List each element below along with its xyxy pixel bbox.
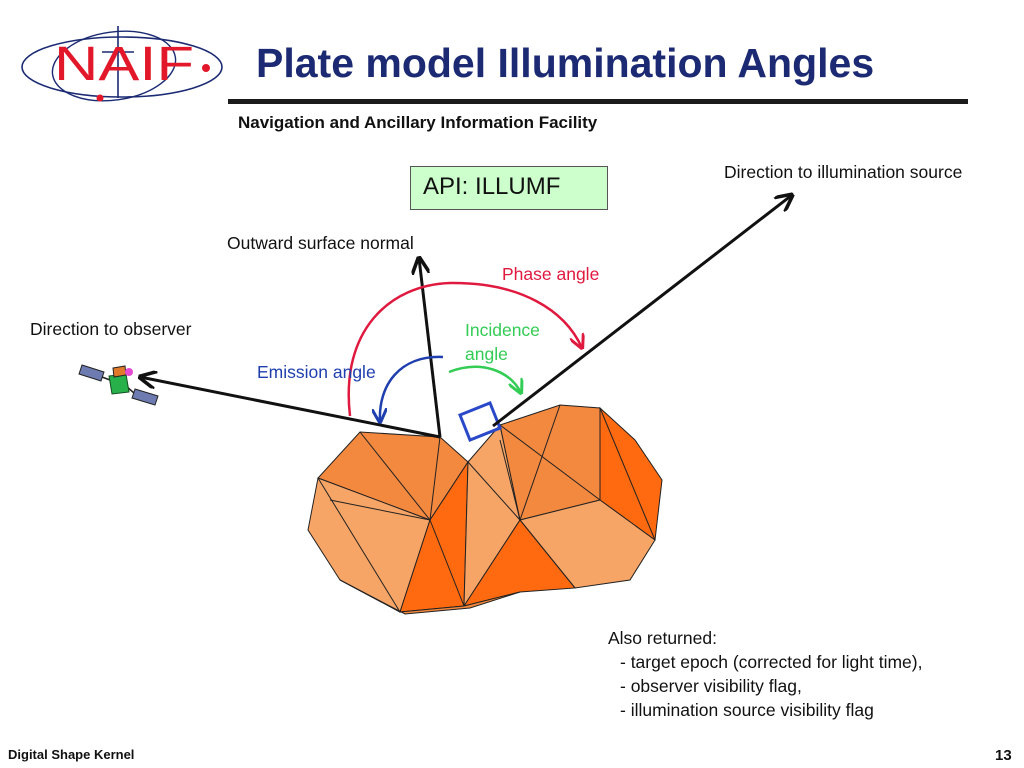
also-returned-item: - illumination source visibility flag — [620, 700, 874, 720]
emission-angle-arc — [380, 355, 444, 422]
observer-direction-label: Direction to observer — [30, 319, 192, 339]
spacecraft-icon — [78, 364, 159, 406]
page-number: 13 — [995, 747, 1012, 764]
also-returned-heading: Also returned: — [608, 628, 717, 648]
logo-text: NAIF — [54, 38, 194, 91]
surface-plate-square — [458, 401, 502, 442]
surface-normal-label: Outward surface normal — [227, 233, 414, 253]
also-returned-item: - observer visibility flag, — [620, 676, 802, 696]
illumination-direction-label: Direction to illumination source — [724, 162, 963, 182]
page-title: Plate model Illumination Angles — [256, 40, 875, 86]
title-rule — [228, 99, 968, 104]
phase-angle-label: Phase angle — [502, 264, 600, 284]
asteroid-plate-model — [307, 404, 663, 615]
emission-angle-label: Emission angle — [257, 362, 376, 382]
also-returned-item: - target epoch (corrected for light time… — [620, 652, 923, 672]
also-returned-block: Also returned: - target epoch (corrected… — [608, 626, 922, 722]
page-subtitle: Navigation and Ancillary Information Fac… — [238, 113, 598, 132]
api-label-box: API: ILLUMF — [410, 166, 608, 210]
illumination-direction-vector — [492, 195, 792, 428]
incidence-angle-label: Incidence angle — [465, 320, 540, 364]
naif-logo: NAIF — [21, 26, 223, 102]
footer-title: Digital Shape Kernel — [8, 747, 135, 762]
phase-angle-arc — [347, 281, 582, 417]
incidence-angle-arc — [448, 365, 521, 393]
observer-direction-vector — [140, 377, 441, 439]
